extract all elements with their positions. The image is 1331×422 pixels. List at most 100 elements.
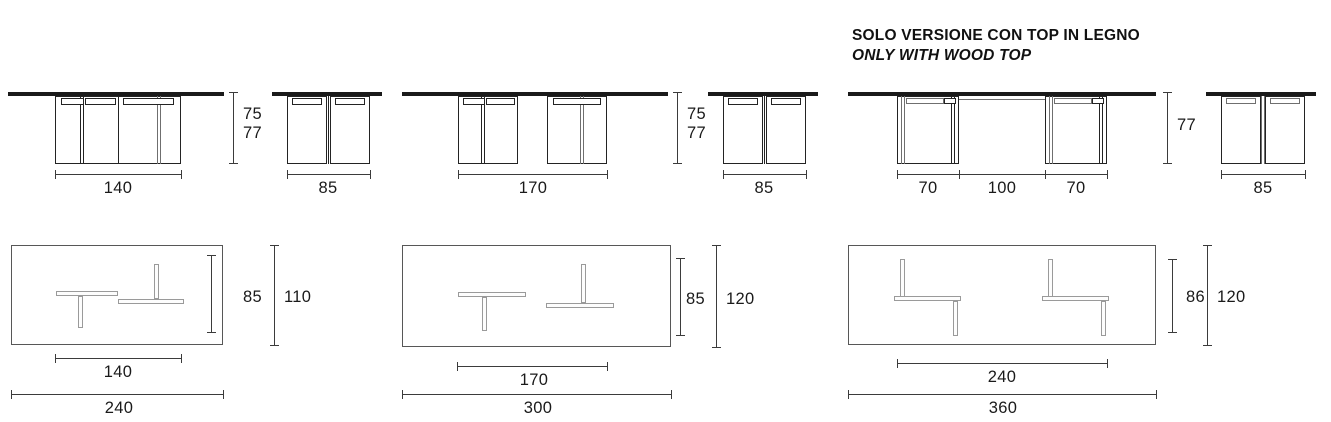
base-divider: [1052, 95, 1054, 164]
dimension-tick: [1221, 170, 1222, 179]
dimension-tick: [1168, 332, 1177, 333]
outer-depth-label: 120: [726, 290, 755, 308]
base-divider: [1049, 95, 1051, 164]
base-divider: [580, 95, 582, 164]
table-top-slab: [708, 92, 818, 96]
table-top-slab: [8, 92, 224, 96]
top-bracket: [85, 98, 116, 105]
height-dimension-label: 75 77: [687, 105, 706, 144]
height-dimension-line: [1167, 92, 1168, 163]
dimension-tick: [1163, 92, 1172, 93]
base-outline-right: [547, 95, 607, 164]
inner-depth-dimension-line: [211, 255, 212, 332]
dimension-tick: [181, 170, 182, 179]
base-outline-left: [458, 95, 518, 164]
width-dimension-line: [897, 174, 1107, 175]
base-divider: [954, 95, 956, 164]
base-divider: [157, 95, 159, 164]
height-value-75: 75: [243, 105, 262, 123]
dimension-tick: [1156, 390, 1157, 399]
top-bracket: [553, 98, 601, 105]
plan-leg-bar-vertical-lower: [482, 297, 487, 331]
dimension-tick: [1163, 163, 1172, 164]
width-dimension-label: 140: [103, 179, 133, 197]
dimension-tick: [1168, 259, 1177, 260]
dimension-tick: [712, 347, 721, 348]
width-dimension-label: 85: [1253, 179, 1273, 197]
top-bracket: [728, 98, 758, 105]
dimension-tick: [1203, 345, 1212, 346]
top-bracket: [906, 98, 944, 104]
table-top-slab: [272, 92, 382, 96]
height-dimension-label: 77: [1177, 116, 1196, 134]
base-outline-left: [897, 95, 959, 164]
dimension-tick: [1107, 170, 1108, 179]
dimension-tick: [207, 255, 216, 256]
width-dimension-line: [55, 174, 181, 175]
width-dimension-label-left: 70: [918, 179, 938, 197]
dimension-tick: [1045, 170, 1046, 179]
wood-top-note: SOLO VERSIONE CON TOP IN LEGNO ONLY WITH…: [852, 26, 1140, 66]
top-bracket: [771, 98, 801, 105]
dimension-tick: [55, 354, 56, 363]
base-center-line: [1261, 95, 1263, 164]
plan-leg-bar-vertical-lower: [1101, 301, 1106, 336]
width-dimension-line: [287, 174, 370, 175]
plan-leg-bar-horizontal-upper: [56, 291, 118, 296]
base-divider: [160, 95, 162, 164]
outer-depth-dimension-line: [274, 245, 275, 345]
base-divider: [118, 95, 120, 164]
inner-depth-label: 85: [243, 288, 262, 306]
inner-depth-dimension-line: [680, 258, 681, 335]
table-top-slab: [1206, 92, 1316, 96]
top-bracket: [61, 98, 84, 105]
outer-width-dimension-line: [11, 394, 223, 395]
base-outline-left: [1221, 95, 1261, 164]
base-outline-left: [723, 95, 763, 164]
inner-width-label: 240: [987, 368, 1017, 386]
width-dimension-line: [723, 174, 806, 175]
width-dimension-label-middle: 100: [987, 179, 1017, 197]
inner-width-dimension-line: [897, 363, 1107, 364]
dimension-tick: [712, 245, 721, 246]
top-bracket: [463, 98, 485, 105]
dimension-tick: [55, 170, 56, 179]
dimension-tick: [676, 258, 685, 259]
dimension-tick: [897, 359, 898, 368]
width-dimension-label: 170: [518, 179, 548, 197]
dimension-tick: [673, 92, 682, 93]
outer-width-label: 300: [523, 399, 553, 417]
dimension-tick: [1203, 245, 1212, 246]
dimension-tick: [848, 390, 849, 399]
outer-width-dimension-line: [848, 394, 1156, 395]
dimension-tick: [207, 332, 216, 333]
outer-width-label: 240: [104, 399, 134, 417]
dimension-tick: [402, 390, 403, 399]
base-center-line: [327, 95, 329, 164]
plan-leg-bar-vertical-lower: [78, 296, 83, 328]
wood-top-note-italian: SOLO VERSIONE CON TOP IN LEGNO: [852, 27, 1140, 44]
dimension-tick: [11, 390, 12, 399]
dimension-tick: [897, 170, 898, 179]
dimension-tick: [723, 170, 724, 179]
wood-top-note-english: ONLY WITH WOOD TOP: [852, 46, 1032, 64]
base-outline-right: [766, 95, 806, 164]
table-top-slab: [848, 92, 1156, 96]
width-dimension-label: 85: [754, 179, 774, 197]
height-value-77: 77: [687, 124, 706, 143]
height-dimension-label: 75 77: [243, 105, 262, 144]
dimension-tick: [673, 163, 682, 164]
dimension-tick: [229, 163, 238, 164]
width-dimension-line: [458, 174, 607, 175]
inner-depth-dimension-line: [1172, 259, 1173, 332]
top-bracket: [123, 98, 174, 105]
plan-outline: [848, 245, 1156, 345]
top-bracket: [1270, 98, 1300, 104]
plan-leg-bar-vertical-upper: [1048, 259, 1053, 297]
outer-depth-dimension-line: [1207, 245, 1208, 345]
width-dimension-label-right: 70: [1066, 179, 1086, 197]
base-divider: [80, 95, 82, 164]
plan-leg-bar-vertical-lower: [953, 301, 958, 336]
dimension-tick: [806, 170, 807, 179]
